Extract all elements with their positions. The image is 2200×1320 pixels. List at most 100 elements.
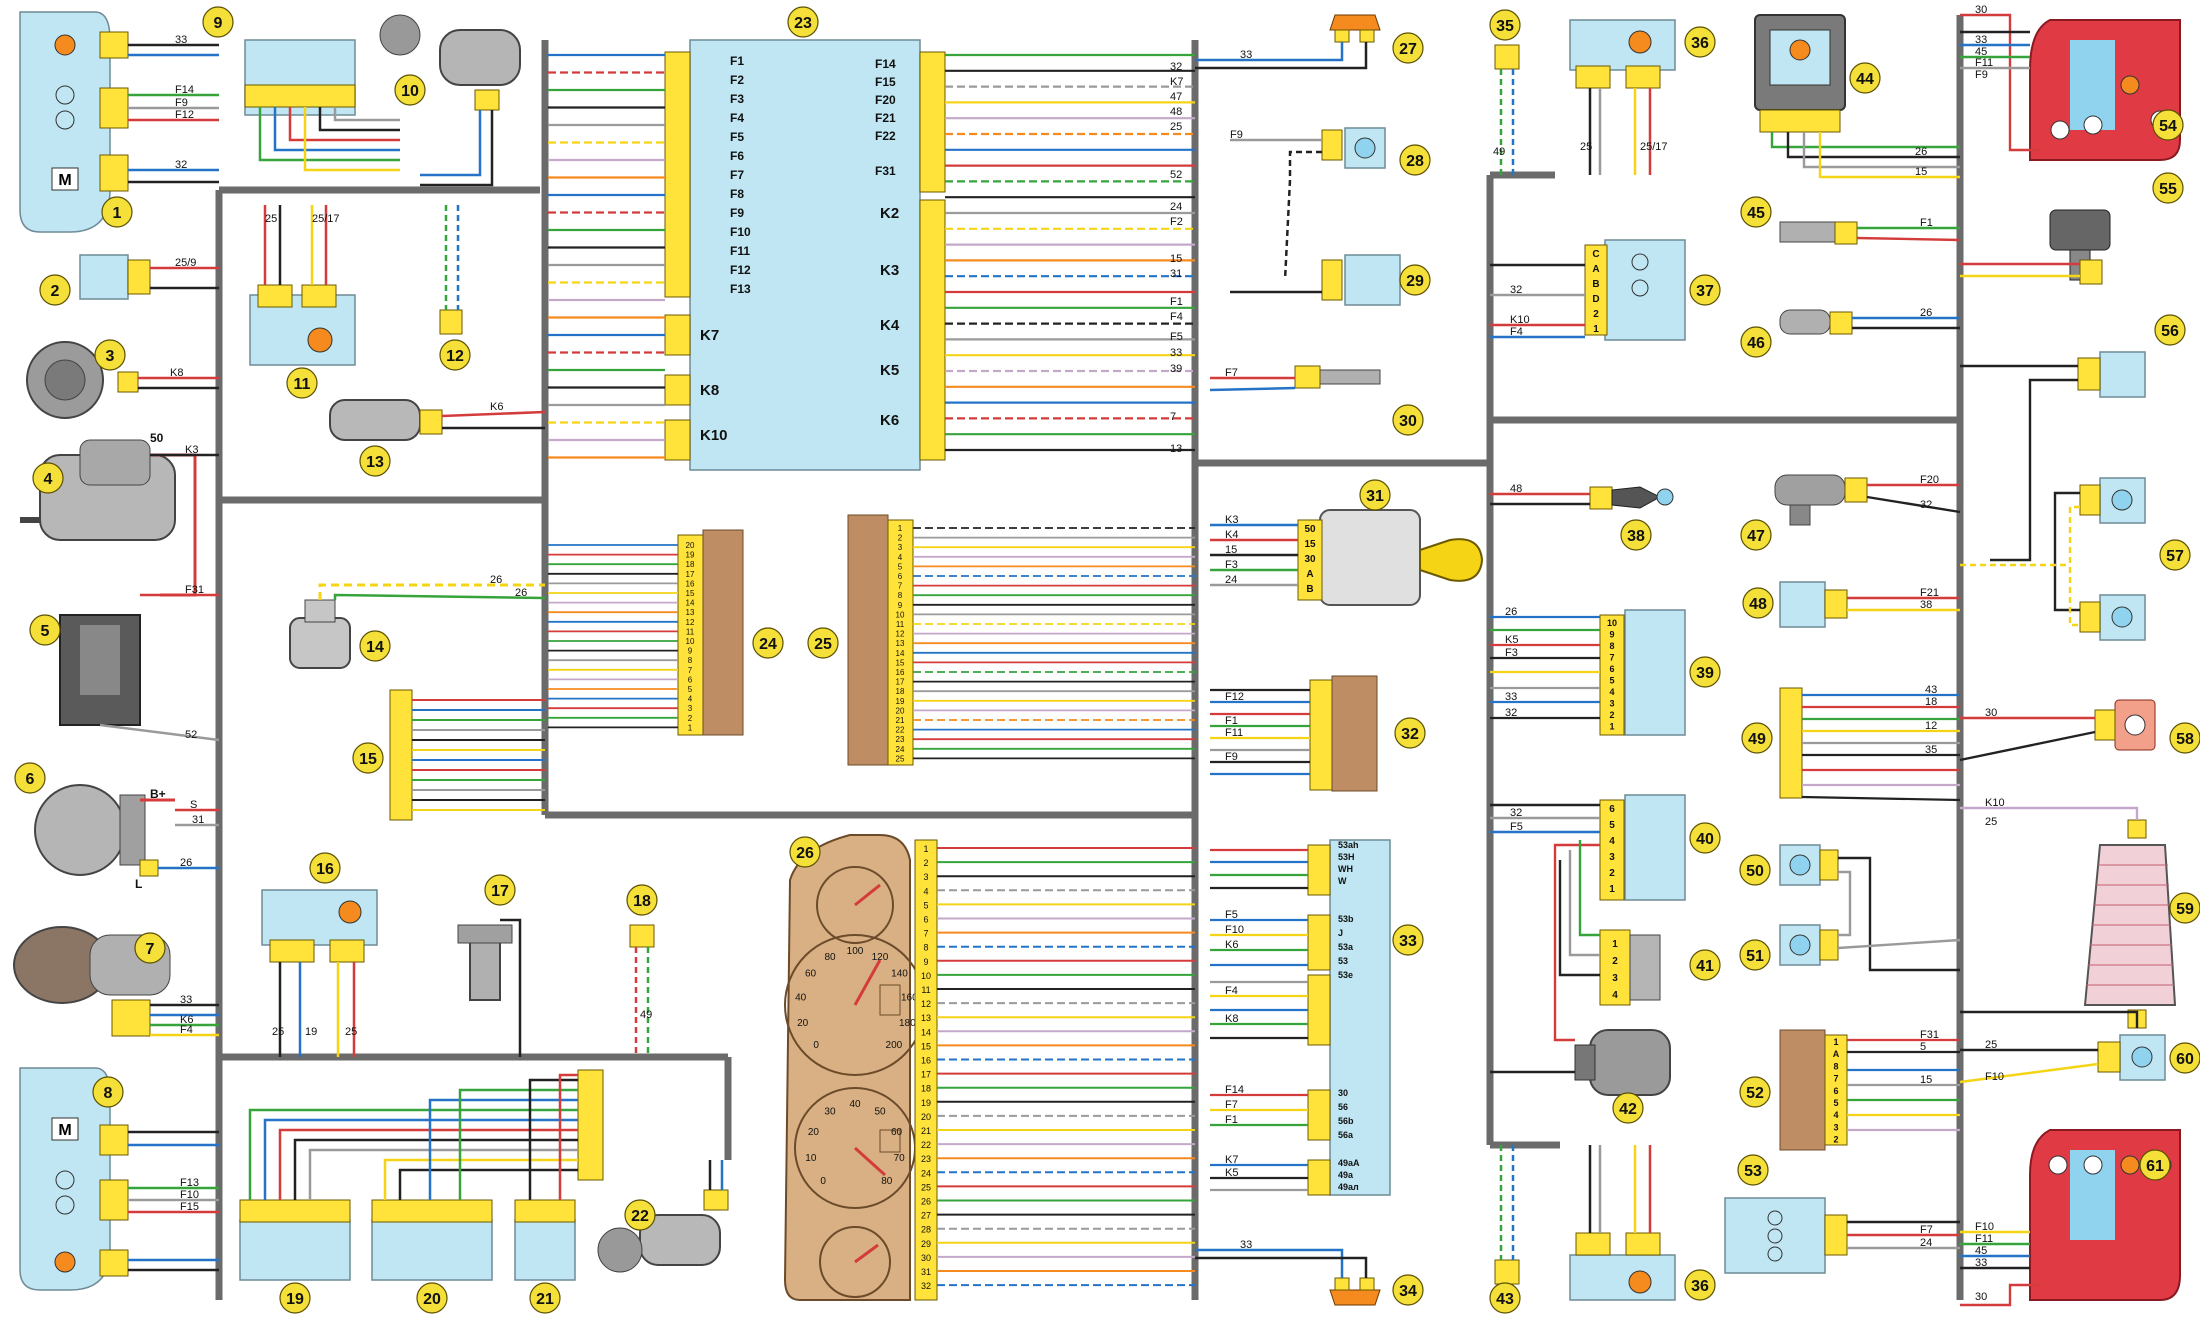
speed-tick: 20 — [797, 1018, 809, 1029]
wire-label: K5 — [1225, 1167, 1238, 1179]
sensor-38 — [1490, 486, 1674, 510]
callout-22: 22 — [624, 1199, 656, 1231]
callout-number: 47 — [1747, 528, 1765, 545]
wire-label: 5 — [1920, 1041, 1926, 1053]
wire-label: 24 — [1225, 574, 1237, 586]
wire-label: 25 — [1580, 141, 1592, 153]
callout-circle — [1620, 519, 1652, 551]
pin-label: 7 — [688, 666, 693, 675]
pin-label: 6 — [1609, 804, 1615, 815]
pin-label: 18 — [896, 687, 905, 696]
pin-label: 13 — [921, 1013, 931, 1023]
callout-number: 18 — [633, 893, 651, 910]
pin-label: 6 — [1833, 1086, 1838, 1096]
sensor-35 — [1494, 44, 1520, 175]
wire-label-layer: 33F14F9F123225/9K8K3F3152S312633K6F4F13F… — [170, 4, 2005, 1303]
connector-15 — [389, 689, 545, 821]
pin-label: 4 — [688, 695, 693, 704]
callout-circle — [752, 627, 784, 659]
wire-label: 26 — [1920, 307, 1932, 319]
wire-label: F7 — [1225, 1099, 1238, 1111]
rpm-tick: 40 — [849, 1099, 861, 1110]
callout-number: 3 — [106, 348, 115, 365]
wire-label: F31 — [1920, 1029, 1939, 1041]
callout-circle — [1739, 1076, 1771, 1108]
relay-label: K2 — [880, 205, 899, 222]
wire-label: 33 — [180, 994, 192, 1006]
switch-56 — [1960, 351, 2146, 562]
wire-label: 49 — [640, 1009, 652, 1021]
wire-label: K6 — [1225, 939, 1238, 951]
pin-label: 21 — [921, 1126, 931, 1136]
wire-label: F3 — [1505, 647, 1518, 659]
headlight-left: M — [19, 11, 219, 233]
callout-circle — [1392, 924, 1424, 956]
switch-contact: 49aA — [1338, 1158, 1360, 1168]
wire-label: F14 — [175, 84, 194, 96]
callout-38: 38 — [1620, 519, 1652, 551]
switch-contact: 53a — [1338, 942, 1354, 952]
pin-label: 9 — [1609, 630, 1614, 640]
callout-8: 8 — [92, 1076, 124, 1108]
wire-label: 32 — [1505, 707, 1517, 719]
pin-label: 1 — [688, 723, 693, 732]
callout-number: 51 — [1746, 948, 1764, 965]
callout-32: 32 — [1394, 717, 1426, 749]
callout-circle — [416, 1282, 448, 1314]
fuse-label: F11 — [730, 244, 750, 258]
callout-number: 50 — [1746, 863, 1764, 880]
wiper-motor-rear — [379, 14, 521, 187]
callout-circle — [1392, 32, 1424, 64]
callout-circle — [1392, 404, 1424, 436]
fuse-label: F10 — [730, 225, 751, 239]
wire-label: F20 — [1920, 474, 1939, 486]
pin-label: 3 — [688, 704, 693, 713]
callout-29: 29 — [1399, 264, 1431, 296]
callout-circle — [2152, 109, 2184, 141]
pin-label: 5 — [923, 900, 928, 910]
wire-label: 15 — [1170, 253, 1182, 265]
pin-label: 20 — [921, 1112, 931, 1122]
callout-circle — [1489, 1282, 1521, 1314]
pin-label: 4 — [1609, 687, 1614, 697]
bottom-harness — [248, 1069, 604, 1200]
pin-label: 3 — [1612, 973, 1618, 984]
callout-39: 39 — [1689, 656, 1721, 688]
callout-45: 45 — [1740, 196, 1772, 228]
wire-label: 33 — [1240, 49, 1252, 61]
callout-number: 1 — [113, 205, 122, 222]
wire-label: F7 — [1920, 1224, 1933, 1236]
callout-number: 8 — [104, 1085, 113, 1102]
callout-17: 17 — [484, 874, 516, 906]
callout-50: 50 — [1739, 854, 1771, 886]
lamp-34 — [1195, 1248, 1381, 1306]
horn — [26, 341, 219, 419]
callout-circle — [94, 339, 126, 371]
wire-label: F9 — [1225, 751, 1238, 763]
pin-label: 2 — [1833, 1135, 1838, 1145]
ignition-pin: 15 — [1304, 539, 1316, 550]
callout-28: 28 — [1399, 144, 1431, 176]
wire-label: F12 — [175, 109, 194, 121]
callout-33: 33 — [1392, 924, 1424, 956]
pin-label: 26 — [921, 1197, 931, 1207]
pin-label: 8 — [923, 943, 928, 953]
callout-circle — [1399, 264, 1431, 296]
wire-label: 48 — [1170, 106, 1182, 118]
wire-label: 13 — [1170, 443, 1182, 455]
callout-circle — [352, 742, 384, 774]
pin-label: 3 — [1609, 699, 1614, 709]
relay-label: K10 — [700, 427, 728, 444]
callout-number: 34 — [1399, 1283, 1417, 1300]
callout-circle — [624, 1199, 656, 1231]
connector-26-wires — [937, 847, 1195, 1287]
wire-label: F12 — [1225, 691, 1244, 703]
pin-label: 5 — [1609, 676, 1614, 686]
callout-11: 11 — [286, 367, 318, 399]
fuel-pump-module — [1754, 14, 1960, 179]
pin-label: 1 — [923, 844, 928, 854]
wire-label: K6 — [490, 401, 503, 413]
callout-4: 4 — [32, 462, 64, 494]
